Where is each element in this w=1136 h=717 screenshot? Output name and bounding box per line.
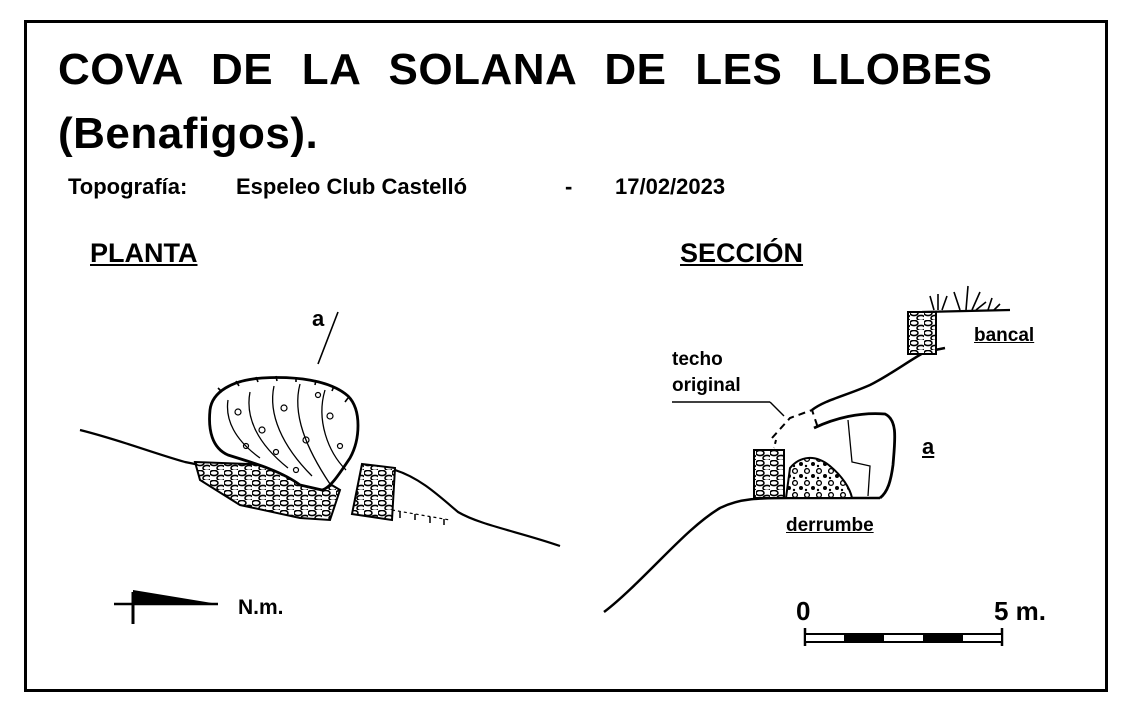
plan-heading: PLANTA (90, 238, 198, 268)
plan-cave-floor-stones (234, 391, 344, 474)
section-view (603, 285, 1011, 613)
section-marker: a (922, 434, 935, 459)
section-cave-profile-line (847, 419, 871, 497)
plan-cave-outline (208, 376, 360, 492)
section-cave-roof (813, 412, 897, 500)
cave-title: COVA DE LA SOLANA DE LES LLOBES (58, 45, 993, 94)
scale-bar (803, 628, 1004, 646)
survey-author: Espeleo Club Castelló (236, 174, 468, 199)
terrace-label: bancal (974, 325, 1035, 346)
survey-label: Topografía: (68, 174, 188, 199)
plan-stone-pillar (350, 462, 397, 522)
section-collapse-rubble (784, 457, 854, 499)
north-label: N.m. (238, 596, 284, 619)
section-entrance-wall (753, 449, 785, 499)
section-heading: SECCIÓN (680, 238, 804, 268)
original-roof-label-line2: original (672, 375, 741, 396)
scale-end-label: 5 m. (994, 596, 1047, 626)
original-roof-label-line1: techo (672, 349, 723, 370)
collapse-label: derrumbe (786, 515, 874, 536)
plan-section-marker: a (312, 306, 325, 331)
map-frame (24, 20, 1108, 692)
plan-slope-ticks (399, 512, 445, 525)
magnetic-north-arrow-icon (114, 590, 218, 624)
plan-dripline (217, 375, 349, 403)
section-original-roof (771, 408, 819, 439)
section-hillside (811, 346, 946, 412)
plan-slope-right (394, 468, 561, 548)
credit-separator: - (565, 174, 573, 199)
plan-slope-left (79, 428, 206, 468)
section-line-a (317, 311, 339, 365)
survey-date: 17/02/2023 (615, 174, 726, 199)
cave-municipality: (Benafigos). (58, 109, 319, 158)
plan-view (79, 311, 561, 548)
scale-start-label: 0 (796, 596, 811, 626)
grass-icon (929, 285, 1001, 311)
section-terrace-wall (907, 311, 937, 355)
